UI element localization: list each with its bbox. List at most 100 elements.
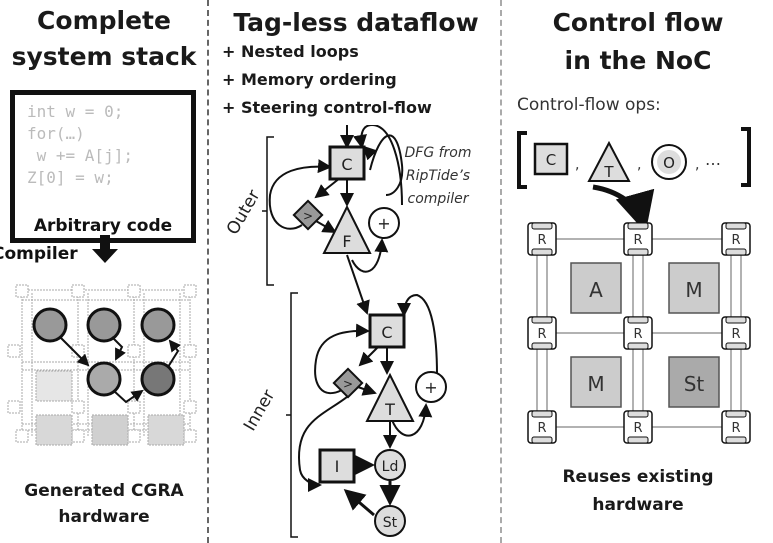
inner-steer-label: T — [384, 400, 395, 419]
panel-title-line1: Complete — [37, 6, 171, 35]
mapped-node — [86, 361, 122, 397]
router-buffer — [627, 316, 649, 324]
bullet-item: + Nested loops — [222, 42, 359, 61]
code-line: for(…) — [27, 124, 85, 143]
router-buffer — [531, 342, 553, 350]
bullet-item: + Steering control-flow — [222, 98, 432, 117]
compiler-arrow — [92, 235, 118, 263]
pe-label: M — [587, 372, 604, 396]
pe-tile — [668, 262, 720, 314]
outer-compare-label: > — [303, 209, 313, 223]
inner-bracket — [286, 292, 298, 538]
inner-store-label: St — [383, 515, 398, 531]
noc-pes: A M M St — [570, 262, 720, 408]
inner-store-node — [374, 505, 406, 537]
router-buffer — [531, 222, 553, 230]
dfg-annotation: DFG from — [404, 145, 471, 161]
router-buffer — [725, 248, 747, 256]
mapped-node — [32, 307, 68, 343]
inner-steer-node — [365, 372, 415, 422]
router-buffer — [531, 248, 553, 256]
pe-tile — [668, 356, 720, 408]
caption-line2: hardware — [58, 507, 150, 527]
mapped-node — [86, 307, 122, 343]
dfg-annotation: compiler — [408, 191, 470, 207]
router-node: R — [623, 410, 653, 444]
caption-line1: Generated CGRA — [24, 481, 184, 501]
op-carry-label: C — [546, 151, 556, 169]
panel-title: Tag-less dataflow — [233, 8, 479, 37]
router-buffer — [725, 342, 747, 350]
op-steer-label: T — [603, 163, 614, 181]
outer-edges — [268, 125, 404, 315]
pe-tile — [570, 262, 622, 314]
router-node: R — [721, 316, 751, 350]
inner-load-label: Ld — [382, 459, 399, 475]
cgra-routes — [59, 336, 181, 404]
inner-compare-node — [332, 367, 364, 399]
inner-index-node — [318, 448, 356, 484]
cgra-switches — [7, 284, 197, 443]
code-line: int w = 0; — [27, 102, 124, 121]
bullet-item: + Memory ordering — [222, 70, 397, 89]
code-line: w += A[j]; — [27, 146, 133, 165]
outer-add-node — [368, 207, 400, 239]
ops-separator: , — [637, 157, 641, 173]
ops-ellipsis: … — [705, 150, 721, 169]
router-buffer — [531, 316, 553, 324]
inner-edges — [297, 293, 438, 517]
router-node: R — [623, 222, 653, 256]
inner-add-label: + — [424, 378, 437, 397]
router-buffer — [627, 342, 649, 350]
router-label: R — [731, 233, 740, 248]
caption-line1: Reuses existing — [562, 467, 714, 487]
panel-title-line2: in the NoC — [564, 46, 712, 75]
router-label: R — [633, 421, 642, 436]
router-node: R — [721, 222, 751, 256]
router-buffer — [531, 410, 553, 418]
outer-label: Outer — [223, 187, 264, 239]
ops-ellipsis: , — [695, 157, 699, 173]
pe-tile — [570, 356, 622, 408]
outer-add-label: + — [377, 214, 390, 233]
panel-system-stack: Complete system stack int w = 0;for(…) w… — [0, 0, 208, 543]
router-buffer — [627, 410, 649, 418]
pe-label: M — [685, 278, 702, 302]
router-buffer — [531, 436, 553, 444]
op-steer-icon — [587, 140, 631, 182]
divider-left — [207, 0, 209, 543]
inner-carry-node — [368, 313, 406, 349]
outer-bracket — [262, 136, 274, 286]
mapped-node — [140, 307, 176, 343]
noc-routers: R R R R R R R R R — [527, 222, 751, 444]
ops-label: Control-flow ops: — [517, 95, 661, 115]
panel-title-line1: Control flow — [552, 8, 724, 37]
code-line: Z[0] = w; — [27, 168, 114, 187]
divider-right — [500, 0, 502, 543]
router-node: R — [721, 410, 751, 444]
router-buffer — [627, 248, 649, 256]
router-label: R — [537, 233, 546, 248]
inner-index-label: I — [335, 457, 340, 476]
dfg-annotation: RipTide’s — [406, 168, 470, 184]
ops-to-router-arrow — [592, 184, 655, 233]
outer-steer-label: F — [342, 232, 351, 251]
router-buffer — [725, 316, 747, 324]
router-buffer — [725, 222, 747, 230]
router-buffer — [725, 436, 747, 444]
op-carry-icon — [533, 142, 569, 176]
router-label: R — [633, 233, 642, 248]
router-node: R — [527, 316, 557, 350]
compiler-label: Compiler — [0, 244, 78, 264]
cgra-pes — [35, 370, 185, 446]
inner-add-node — [415, 371, 447, 403]
router-node: R — [623, 316, 653, 350]
router-buffer — [627, 436, 649, 444]
inner-label: Inner — [240, 386, 279, 434]
router-node: R — [527, 222, 557, 256]
code-label: Arbitrary code — [33, 216, 173, 236]
ops-bracket-right — [741, 127, 751, 187]
router-label: R — [537, 421, 546, 436]
ops-separator: , — [575, 157, 579, 173]
